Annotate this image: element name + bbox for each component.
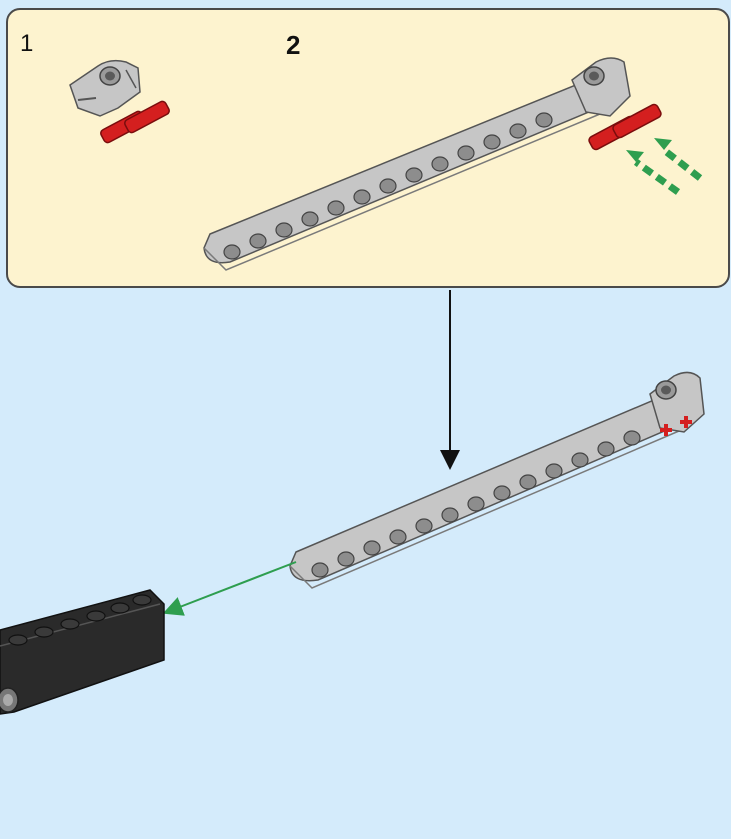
beam-part-substep2 [203,57,662,271]
sub-step-number-2: 2 [286,30,301,60]
sub-step-number-1: 1 [20,30,34,57]
sub-assembly-callout [6,8,730,288]
attach-direction-arrow [162,561,297,616]
connector-part-substep1 [69,59,170,144]
insert-direction-arrows [626,138,703,195]
black-brick [0,589,165,715]
assembled-beam [289,371,705,589]
